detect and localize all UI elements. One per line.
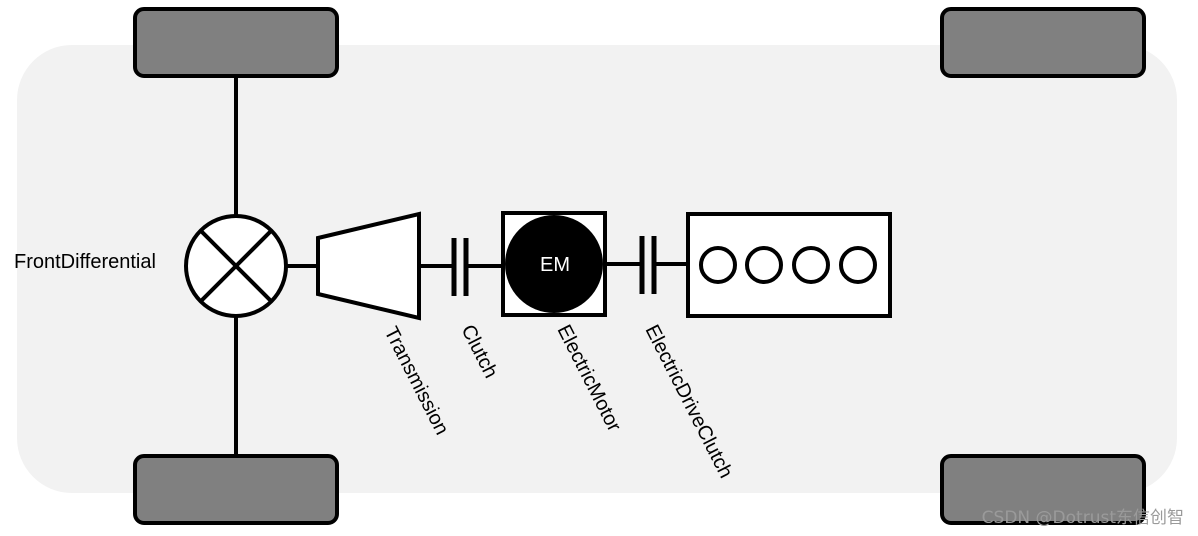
engine-cylinder [745, 246, 783, 284]
wheel-rear-left [940, 7, 1146, 78]
watermark: CSDN @Dotrust东信创智 [981, 508, 1184, 528]
front-differential-symbol [184, 214, 288, 318]
engine-cylinder [792, 246, 830, 284]
wheel-front-left [133, 7, 339, 78]
motor-badge: EM [540, 254, 570, 276]
label-front-differential: FrontDifferential [14, 251, 156, 273]
engine-symbol [686, 212, 892, 318]
wheel-front-right [133, 454, 339, 525]
electric-motor-symbol: EM [501, 211, 607, 317]
engine-cylinder [699, 246, 737, 284]
clutch-symbol [451, 238, 469, 296]
engine-cylinder [839, 246, 877, 284]
wheel-rear-right [940, 454, 1146, 525]
transmission-symbol [316, 211, 421, 321]
electric-drive-clutch-symbol [639, 236, 657, 294]
